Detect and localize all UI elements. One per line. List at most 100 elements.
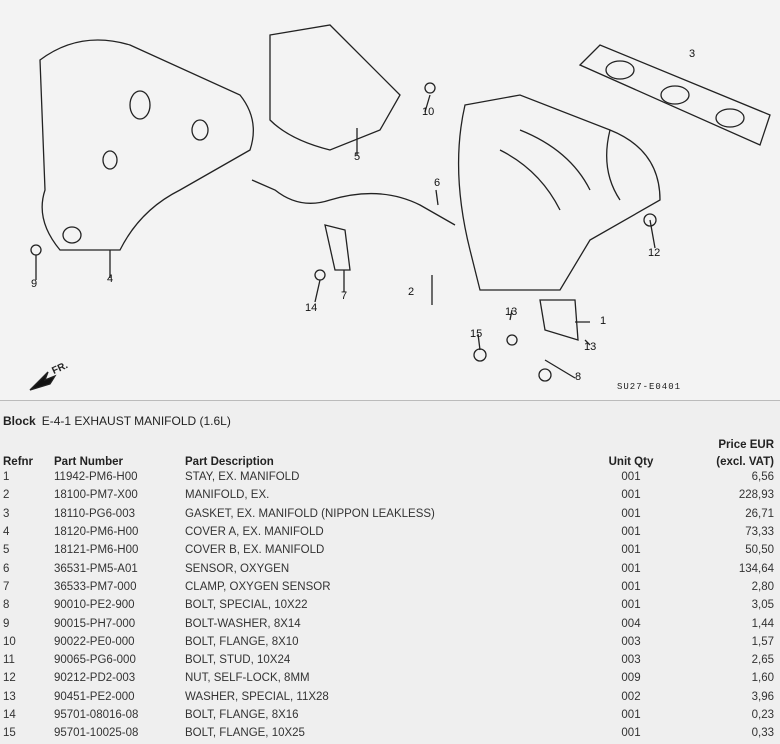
qty-header: Unit Qty [608, 456, 654, 468]
price-cell: 0,33 [751, 727, 774, 740]
description-cell: WASHER, SPECIAL, 11X28 [185, 690, 329, 703]
part-number-header: Part Number [54, 456, 124, 468]
parts-diagram: 1 2 3 4 5 6 7 8 9 10 12 13 13 14 15 FR. … [0, 24, 780, 401]
refnr-cell: 8 [3, 599, 10, 612]
qty-cell: 001 [621, 471, 641, 484]
callout: 7 [341, 290, 348, 302]
callout: 2 [408, 286, 415, 298]
price-cell: 73,33 [745, 526, 774, 539]
refnr-cell: 12 [3, 672, 16, 685]
callout: 8 [575, 371, 582, 383]
price-cell: 6,56 [751, 471, 774, 484]
exploded-view-drawing [29, 24, 771, 391]
callout: 13 [584, 341, 597, 353]
price-cell: 26,71 [745, 507, 774, 520]
description-cell: BOLT, FLANGE, 8X16 [185, 709, 299, 721]
description-cell: NUT, SELF-LOCK, 8MM [185, 672, 310, 685]
part-number-cell: 90022-PE0-000 [54, 635, 135, 648]
price-cell: 228,93 [738, 489, 774, 502]
callout: 5 [354, 151, 361, 163]
part-number-cell: 18100-PM7-X00 [54, 489, 138, 502]
description-cell: BOLT, STUD, 10X24 [185, 654, 291, 667]
cover-a [39, 39, 254, 251]
qty-cell: 004 [621, 617, 641, 630]
qty-cell: 001 [621, 599, 641, 612]
part-number-cell: 36533-PM7-000 [54, 580, 137, 593]
qty-cell: 001 [621, 562, 641, 575]
price-cell: 1,57 [751, 635, 774, 648]
callout: 13 [505, 306, 518, 318]
part-number-cell: 95701-10025-08 [54, 727, 139, 740]
price-cell: 50,50 [745, 544, 774, 557]
price-cell: 1,44 [751, 617, 774, 630]
cover-b [269, 24, 401, 151]
price-cell: 0,23 [751, 709, 774, 721]
refnr-cell: 13 [3, 690, 16, 703]
description-cell: BOLT-WASHER, 8X14 [185, 617, 301, 630]
refnr-cell: 5 [3, 544, 10, 557]
description-cell: BOLT, FLANGE, 10X25 [185, 727, 305, 740]
price-cell: 2,65 [751, 654, 774, 667]
description-cell: BOLT, SPECIAL, 10X22 [185, 599, 308, 612]
description-cell: BOLT, FLANGE, 8X10 [185, 635, 299, 648]
oxygen-sensor [251, 179, 456, 226]
refnr-cell: 3 [3, 507, 10, 520]
gasket [578, 44, 771, 146]
drawing-code: SU27-E0401 [617, 382, 682, 392]
description-cell: MANIFOLD, EX. [185, 489, 270, 502]
qty-cell: 001 [621, 580, 641, 593]
price-cell: 2,80 [751, 580, 774, 593]
price-cell: 134,64 [738, 562, 774, 575]
qty-cell: 009 [621, 672, 641, 685]
description-cell: SENSOR, OXYGEN [185, 562, 290, 575]
manifold [457, 94, 661, 291]
fr-arrow-icon [29, 371, 57, 391]
part-number-cell: 36531-PM5-A01 [54, 562, 138, 575]
callout: 9 [31, 278, 38, 290]
part-number-cell: 90451-PE2-000 [54, 690, 135, 703]
table-row[interactable]: 10 90022-PE0-000 BOLT, FLANGE, 8X10 003 1,57 [0, 633, 780, 651]
table-row[interactable]: 4 18120-PM6-H00 COVER A, EX. MANIFOLD 001 73… [0, 523, 780, 541]
price-cell: 3,05 [751, 599, 774, 612]
callout: 15 [470, 328, 483, 340]
price-cell: 3,96 [751, 690, 774, 703]
qty-cell: 002 [621, 690, 641, 703]
description-header: Part Description [185, 456, 274, 468]
part-number-cell: 18120-PM6-H00 [54, 526, 139, 539]
part-number-cell: 90212-PD2-003 [54, 672, 136, 685]
callout: 10 [422, 106, 435, 118]
refnr-cell: 2 [3, 489, 10, 502]
refnr-cell: 4 [3, 526, 10, 539]
qty-cell: 003 [621, 635, 641, 648]
parts-table: Price EUR Refnr Part Number Part Descrip… [0, 434, 780, 742]
description-cell: COVER A, EX. MANIFOLD [185, 526, 324, 539]
qty-cell: 001 [621, 709, 641, 721]
callout: 4 [107, 273, 114, 285]
stay [539, 299, 579, 341]
description-cell: STAY, EX. MANIFOLD [185, 471, 300, 484]
callout: 1 [600, 315, 607, 327]
callout: 3 [689, 48, 696, 60]
refnr-cell: 10 [3, 635, 16, 648]
block-label: Block [3, 414, 36, 428]
qty-cell: 001 [621, 526, 641, 539]
part-number-cell: 90065-PG6-000 [54, 654, 136, 667]
callout: 12 [648, 247, 661, 259]
qty-cell: 001 [621, 544, 641, 557]
refnr-cell: 7 [3, 580, 10, 593]
table-row[interactable]: 13 90451-PE2-000 WASHER, SPECIAL, 11X28 002… [0, 688, 780, 706]
qty-cell: 001 [621, 507, 641, 520]
